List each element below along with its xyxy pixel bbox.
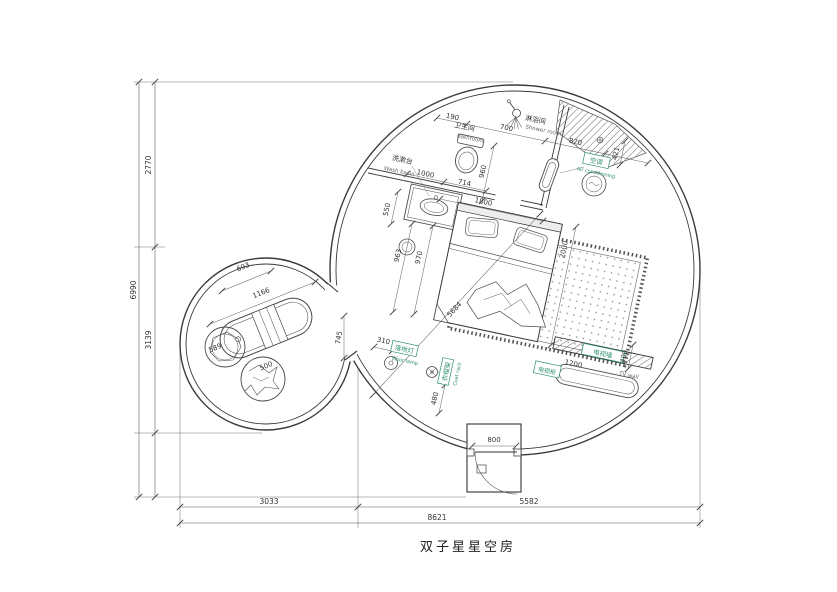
label-ac-cn: 空调 (589, 155, 604, 167)
label-washbasin-cn: 洗漱台 (391, 153, 413, 166)
dim-550: 550 (382, 202, 393, 217)
laundry-basket (204, 326, 246, 368)
label-coat-rack: 衣帽架 Coat rack (437, 357, 463, 387)
dim-310: 310 (376, 336, 391, 347)
dim-1800: 1800 (474, 196, 493, 208)
dim-190: 190 (445, 112, 460, 123)
label-tv-wall-cn: 电视墙 (592, 347, 613, 360)
dim-entry-width: 800 (487, 436, 500, 444)
dim-963: 963 (393, 248, 404, 263)
toilet (455, 133, 485, 174)
dim-421: 421 (611, 146, 622, 161)
pillow (465, 217, 499, 239)
label-tv-cabinet: 电视柜 (537, 365, 556, 377)
dim-480: 480 (430, 391, 441, 406)
label-coat-rack-cn: 衣帽架 (440, 361, 453, 382)
dim-2000: 2000 (558, 240, 570, 259)
drawing-title: 双子星星空房 (420, 539, 516, 555)
bathtub (219, 297, 313, 359)
ac-unit (538, 158, 560, 192)
label-shower-cn: 淋浴间 (524, 113, 546, 126)
tv-cabinet: 电视柜 (532, 360, 639, 399)
passage-jambs (325, 281, 358, 361)
dim-left-lower: 3139 (144, 330, 153, 349)
dimension-chain-left (134, 78, 513, 501)
passage-opening (324, 282, 358, 362)
label-coat-rack-en: Coat rack (452, 362, 463, 387)
bean-bag (240, 356, 286, 402)
dim-left-total: 6990 (129, 280, 138, 299)
dim-bottom-left: 3033 (259, 497, 278, 506)
dim-bottom-right: 5582 (519, 497, 538, 506)
label-bathroom-cn: 卫生间 (453, 120, 475, 133)
dim-745: 745 (334, 330, 344, 345)
shower-head-icon (506, 99, 522, 130)
dim-400: 400 (619, 349, 630, 364)
dim-line-entry (468, 442, 520, 450)
entry-door-swing (474, 451, 518, 495)
tv-wall: 电视墙 TV wall (552, 336, 654, 381)
dim-700: 700 (499, 123, 514, 134)
dim-960: 960 (478, 164, 489, 179)
label-floor-lamp-en: Floor lamp (391, 356, 418, 367)
interior-dimension-lines (206, 114, 652, 417)
bed (433, 201, 563, 343)
floor-lamp (384, 356, 398, 370)
bathroom-door-opening (493, 190, 523, 209)
dim-1000: 1000 (416, 168, 435, 180)
dim-1200: 1200 (564, 358, 583, 370)
entry-vestibule (466, 423, 522, 493)
dim-714: 714 (457, 178, 472, 189)
stool (581, 171, 607, 197)
dim-970: 970 (414, 250, 425, 265)
label-bathroom-en: Bathroom (456, 133, 484, 144)
throw-blanket (466, 281, 547, 328)
headboard (456, 201, 563, 233)
coat-rack (426, 366, 438, 378)
dim-820: 820 (568, 137, 583, 148)
shower-floor-hatch (555, 99, 647, 169)
label-floor-lamp: 落地灯 Floor lamp (390, 340, 419, 367)
dimension-chain-bottom (176, 272, 704, 528)
label-floor-lamp-cn: 落地灯 (394, 343, 415, 356)
dim-left-upper: 2770 (144, 155, 153, 174)
label-tv-wall-en: TV wall (618, 371, 640, 381)
shower-drain (596, 136, 604, 144)
dim-bottom-total: 8621 (427, 513, 446, 522)
